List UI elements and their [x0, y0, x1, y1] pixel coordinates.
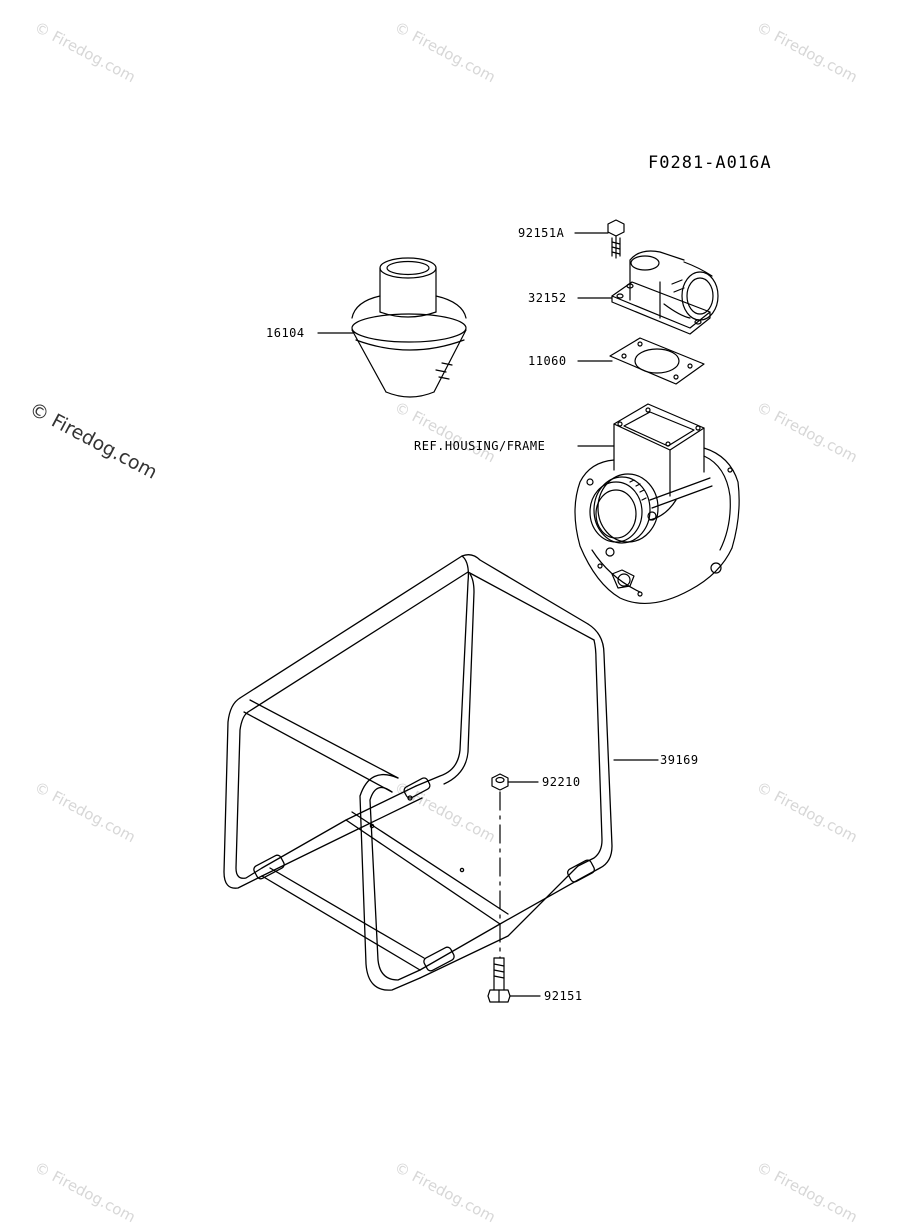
label-16104: 16104	[266, 326, 305, 340]
bolt-top-part	[608, 220, 624, 258]
bolt-bottom-part	[488, 958, 510, 1002]
label-39169: 39169	[660, 753, 699, 767]
label-92151: 92151	[544, 989, 583, 1003]
label-92151a: 92151A	[518, 226, 565, 240]
pump-housing-part	[575, 404, 739, 603]
frame-part	[224, 555, 612, 990]
gasket-part	[610, 338, 704, 384]
label-housing-frame: REF.HOUSING/FRAME	[414, 439, 546, 453]
label-92210: 92210	[542, 775, 581, 789]
strainer-part	[352, 258, 466, 397]
label-11060: 11060	[528, 354, 567, 368]
parts-drawing	[0, 0, 917, 1200]
nut-part	[492, 774, 508, 790]
label-32152: 32152	[528, 291, 567, 305]
diagram-code: F0281-A016A	[648, 153, 772, 173]
elbow-part	[612, 251, 718, 334]
